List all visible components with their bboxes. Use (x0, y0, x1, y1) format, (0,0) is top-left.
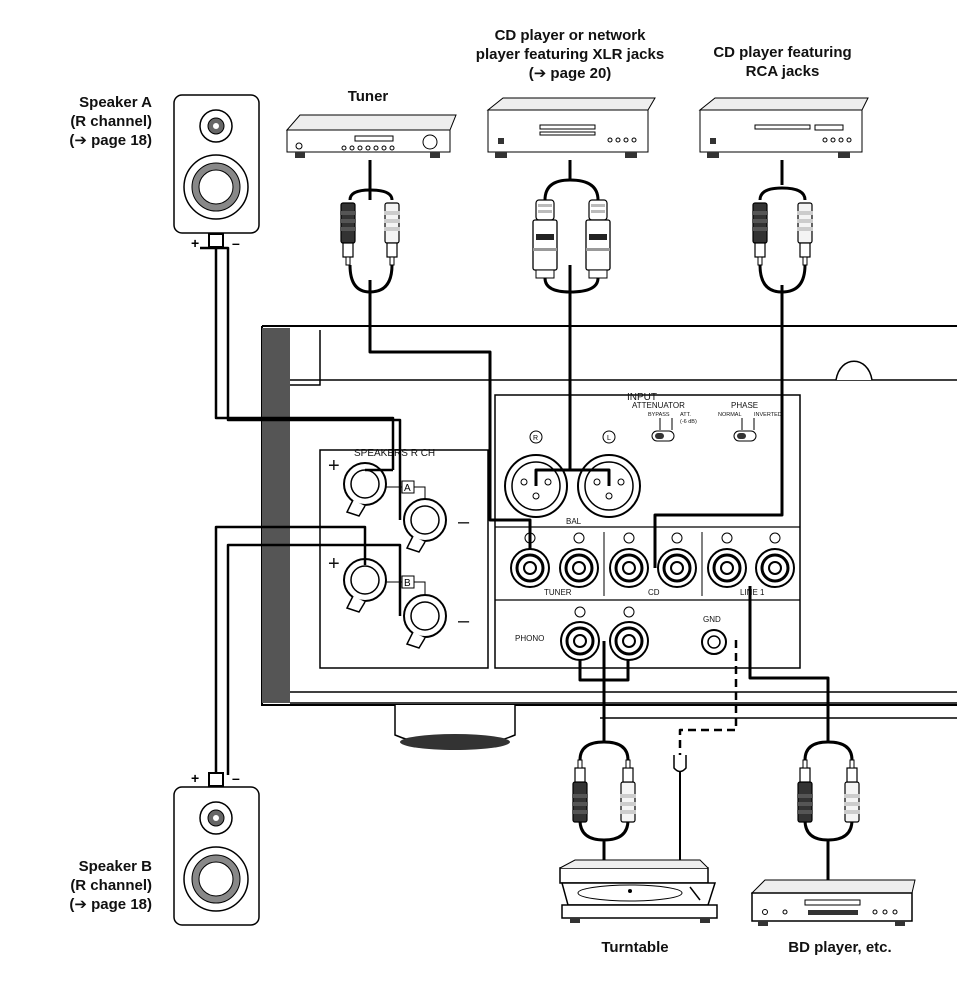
plus-b-text: + (328, 553, 340, 575)
minus-a-text: – (458, 511, 470, 533)
att-db-text: (-6 dB) (680, 419, 697, 425)
gnd-spade-icon (673, 755, 687, 773)
bypass-text: BYPASS (648, 412, 670, 418)
cables (200, 160, 854, 880)
bd-player-label: BD player, etc. (788, 939, 892, 956)
tuner-plug-r (339, 202, 357, 266)
cd-text: CD (648, 588, 660, 597)
phono-jack-r (559, 620, 601, 662)
tuner-plug-l (383, 202, 401, 266)
panel-text: INPUT ATTENUATOR BYPASS ATT. (-6 dB) PHA… (328, 392, 782, 643)
phono-text: PHONO (515, 634, 544, 643)
cd-jack-r (608, 547, 650, 589)
terminal-a-mark: A (404, 483, 411, 494)
phono-plug-l (619, 759, 637, 823)
bd-plug-r (796, 759, 814, 823)
cd-xlr-device-icon (486, 97, 656, 158)
minus-b-text: – (458, 610, 470, 632)
plus-a-text: + (328, 455, 340, 477)
phase-text: PHASE (731, 401, 758, 410)
attenuator-text: ATTENUATOR (632, 401, 685, 410)
input-text: INPUT (627, 392, 657, 403)
xlr-plug-r (532, 199, 558, 279)
xlr-r-mark: R (533, 435, 538, 442)
xlr-l-mark: L (607, 435, 611, 442)
line1-text: LINE 1 (740, 588, 765, 597)
phono-jack-l (608, 620, 650, 662)
cd-rca-label: CD player featuring RCA jacks (713, 44, 852, 80)
tuner-jack-l (558, 547, 600, 589)
phase-switch (733, 418, 757, 442)
tuner-device-icon (285, 114, 457, 158)
speaker-a-label: Speaker A (R channel) (➔ page 18) (69, 94, 152, 149)
line1-jack-l (754, 547, 796, 589)
inverted-text: INVERTED (754, 412, 782, 418)
cd-plug-l (796, 202, 814, 266)
normal-text: NORMAL (718, 412, 742, 418)
tuner-label: Tuner (347, 88, 389, 105)
speaker-a-plus: + (191, 235, 199, 251)
tuner-text: TUNER (544, 588, 572, 597)
speakers-text: SPEAKERS R CH (354, 448, 435, 459)
terminal-b-mark: B (404, 578, 411, 589)
turntable-device-icon (559, 859, 718, 923)
turntable-label: Turntable (601, 939, 669, 956)
speaker-b-icon (173, 772, 260, 926)
speaker-b-label: Speaker B (R channel) (➔ page 18) (69, 858, 152, 913)
speaker-b-plus: + (191, 770, 199, 786)
phono-plug-r (571, 759, 589, 823)
speaker-a-minus: – (232, 235, 240, 251)
speaker-b-minus: – (232, 770, 240, 786)
attenuator-switch (651, 418, 675, 442)
gnd-text: GND (703, 615, 721, 624)
bd-plug-l (843, 759, 861, 823)
line1-jack-r (706, 547, 748, 589)
gnd-terminal (701, 629, 727, 655)
att-text: ATT. (680, 412, 691, 418)
bd-player-device-icon (750, 879, 916, 926)
speaker-a-icon (173, 94, 260, 248)
tuner-jack-r (509, 547, 551, 589)
bal-text: BAL (566, 517, 582, 526)
cd-rca-device-icon (698, 97, 869, 158)
xlr-plug-l (585, 199, 611, 279)
cd-plug-r (751, 202, 769, 266)
cd-xlr-label: CD player or network player featuring XL… (475, 27, 665, 82)
cd-jack-l (656, 547, 698, 589)
